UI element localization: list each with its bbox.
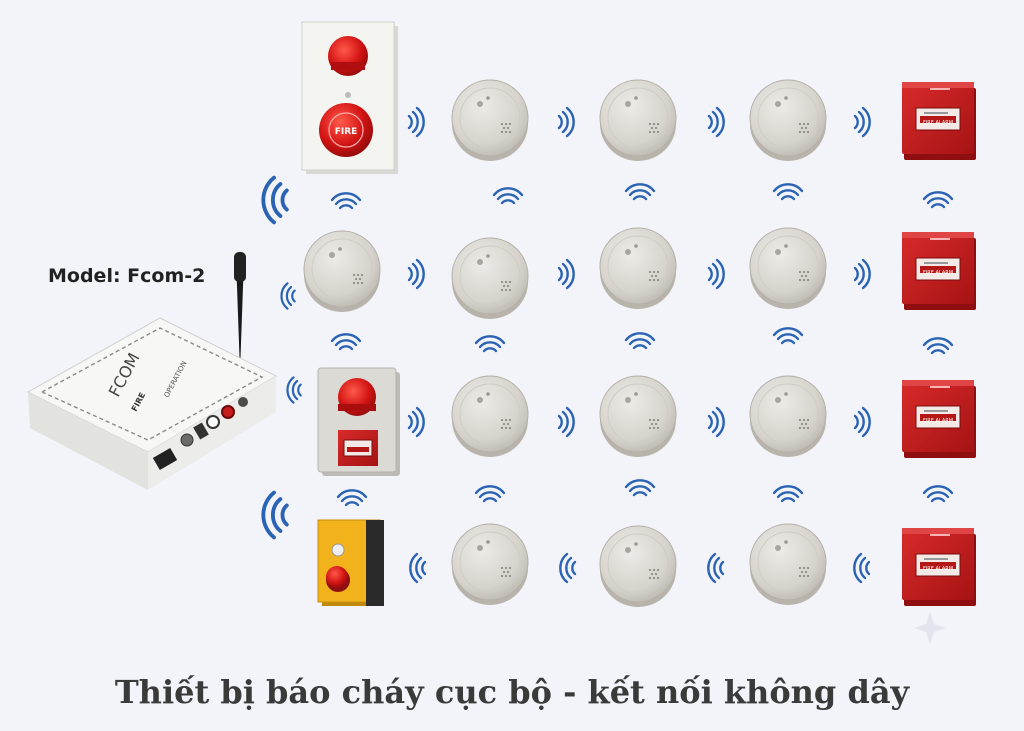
wireless-signal-icon xyxy=(474,335,506,353)
smoke-detector xyxy=(303,230,381,313)
smoke-detector xyxy=(599,375,677,458)
wireless-signal-icon xyxy=(853,258,871,290)
wireless-signal-icon xyxy=(557,106,575,138)
wireless-signal-icon xyxy=(707,258,725,290)
wireless-signal-icon xyxy=(624,332,656,350)
wireless-signal-icon xyxy=(772,183,804,201)
wireless-signal-icon xyxy=(330,192,362,210)
wireless-signal-icon xyxy=(336,489,368,507)
wireless-signal-icon xyxy=(707,552,725,584)
wireless-signal-icon xyxy=(624,183,656,201)
wireless-signal-icon xyxy=(286,376,302,404)
manual-call-point: FIRE ALARM xyxy=(901,379,977,459)
smoke-detector xyxy=(451,523,529,606)
wireless-signal-icon xyxy=(772,327,804,345)
wireless-signal-icon xyxy=(772,485,804,503)
wireless-signal-icon xyxy=(330,333,362,351)
wireless-signal-icon xyxy=(261,490,289,540)
antenna xyxy=(236,258,244,372)
wireless-signal-icon xyxy=(624,479,656,497)
wireless-signal-icon xyxy=(853,406,871,438)
smoke-detector xyxy=(451,375,529,458)
smoke-detector xyxy=(451,237,529,320)
bell-button-label: FIRE xyxy=(335,127,358,137)
wireless-signal-icon xyxy=(409,552,427,584)
smoke-detector xyxy=(599,227,677,310)
emergency-stop-box xyxy=(317,519,384,606)
wireless-signal-icon xyxy=(280,282,296,310)
diagram-caption: Thiết bị báo cháy cục bộ - kết nối không… xyxy=(115,673,911,711)
wireless-signal-icon xyxy=(922,485,954,503)
smoke-detector xyxy=(749,79,827,162)
wireless-signal-icon xyxy=(922,191,954,209)
fire-bell-station: FIRE xyxy=(301,21,398,174)
call-point-label: FIRE ALARM xyxy=(923,418,953,424)
wireless-signal-icon xyxy=(707,106,725,138)
wireless-signal-icon xyxy=(853,552,871,584)
alarm-horn-strobe xyxy=(317,367,400,476)
call-point-label: FIRE ALARM xyxy=(923,566,953,572)
wireless-signal-icon xyxy=(407,258,425,290)
wireless-signal-icon xyxy=(492,187,524,205)
smoke-detector xyxy=(599,525,677,608)
wireless-signal-icon xyxy=(407,406,425,438)
wireless-signal-icon xyxy=(557,258,575,290)
call-point-label: FIRE ALARM xyxy=(923,270,953,276)
wireless-signal-icon xyxy=(853,106,871,138)
wireless-signal-icon xyxy=(559,552,577,584)
controller-ports xyxy=(152,397,248,471)
controller-device: FCOM OPERATION FIRE xyxy=(26,252,278,490)
wireless-signal-icon xyxy=(922,337,954,355)
smoke-detector xyxy=(749,227,827,310)
wireless-signal-icon xyxy=(474,485,506,503)
controller-signals xyxy=(261,175,302,540)
manual-call-point: FIRE ALARM xyxy=(901,81,977,161)
call-point-label: FIRE ALARM xyxy=(923,120,953,126)
smoke-detector xyxy=(599,79,677,162)
wireless-signal-icon xyxy=(407,106,425,138)
wireless-signal-icon xyxy=(261,175,289,225)
smoke-detector xyxy=(749,375,827,458)
manual-call-point: FIRE ALARM xyxy=(901,527,977,607)
smoke-detector-grid xyxy=(451,79,827,608)
sparkle-icon xyxy=(914,612,946,644)
wireless-signal-icon xyxy=(707,406,725,438)
smoke-detector xyxy=(451,79,529,162)
model-label: Model: Fcom-2 xyxy=(48,265,205,287)
wireless-signal-icon xyxy=(557,406,575,438)
manual-call-point: FIRE ALARM xyxy=(901,231,977,311)
smoke-detector xyxy=(749,523,827,606)
